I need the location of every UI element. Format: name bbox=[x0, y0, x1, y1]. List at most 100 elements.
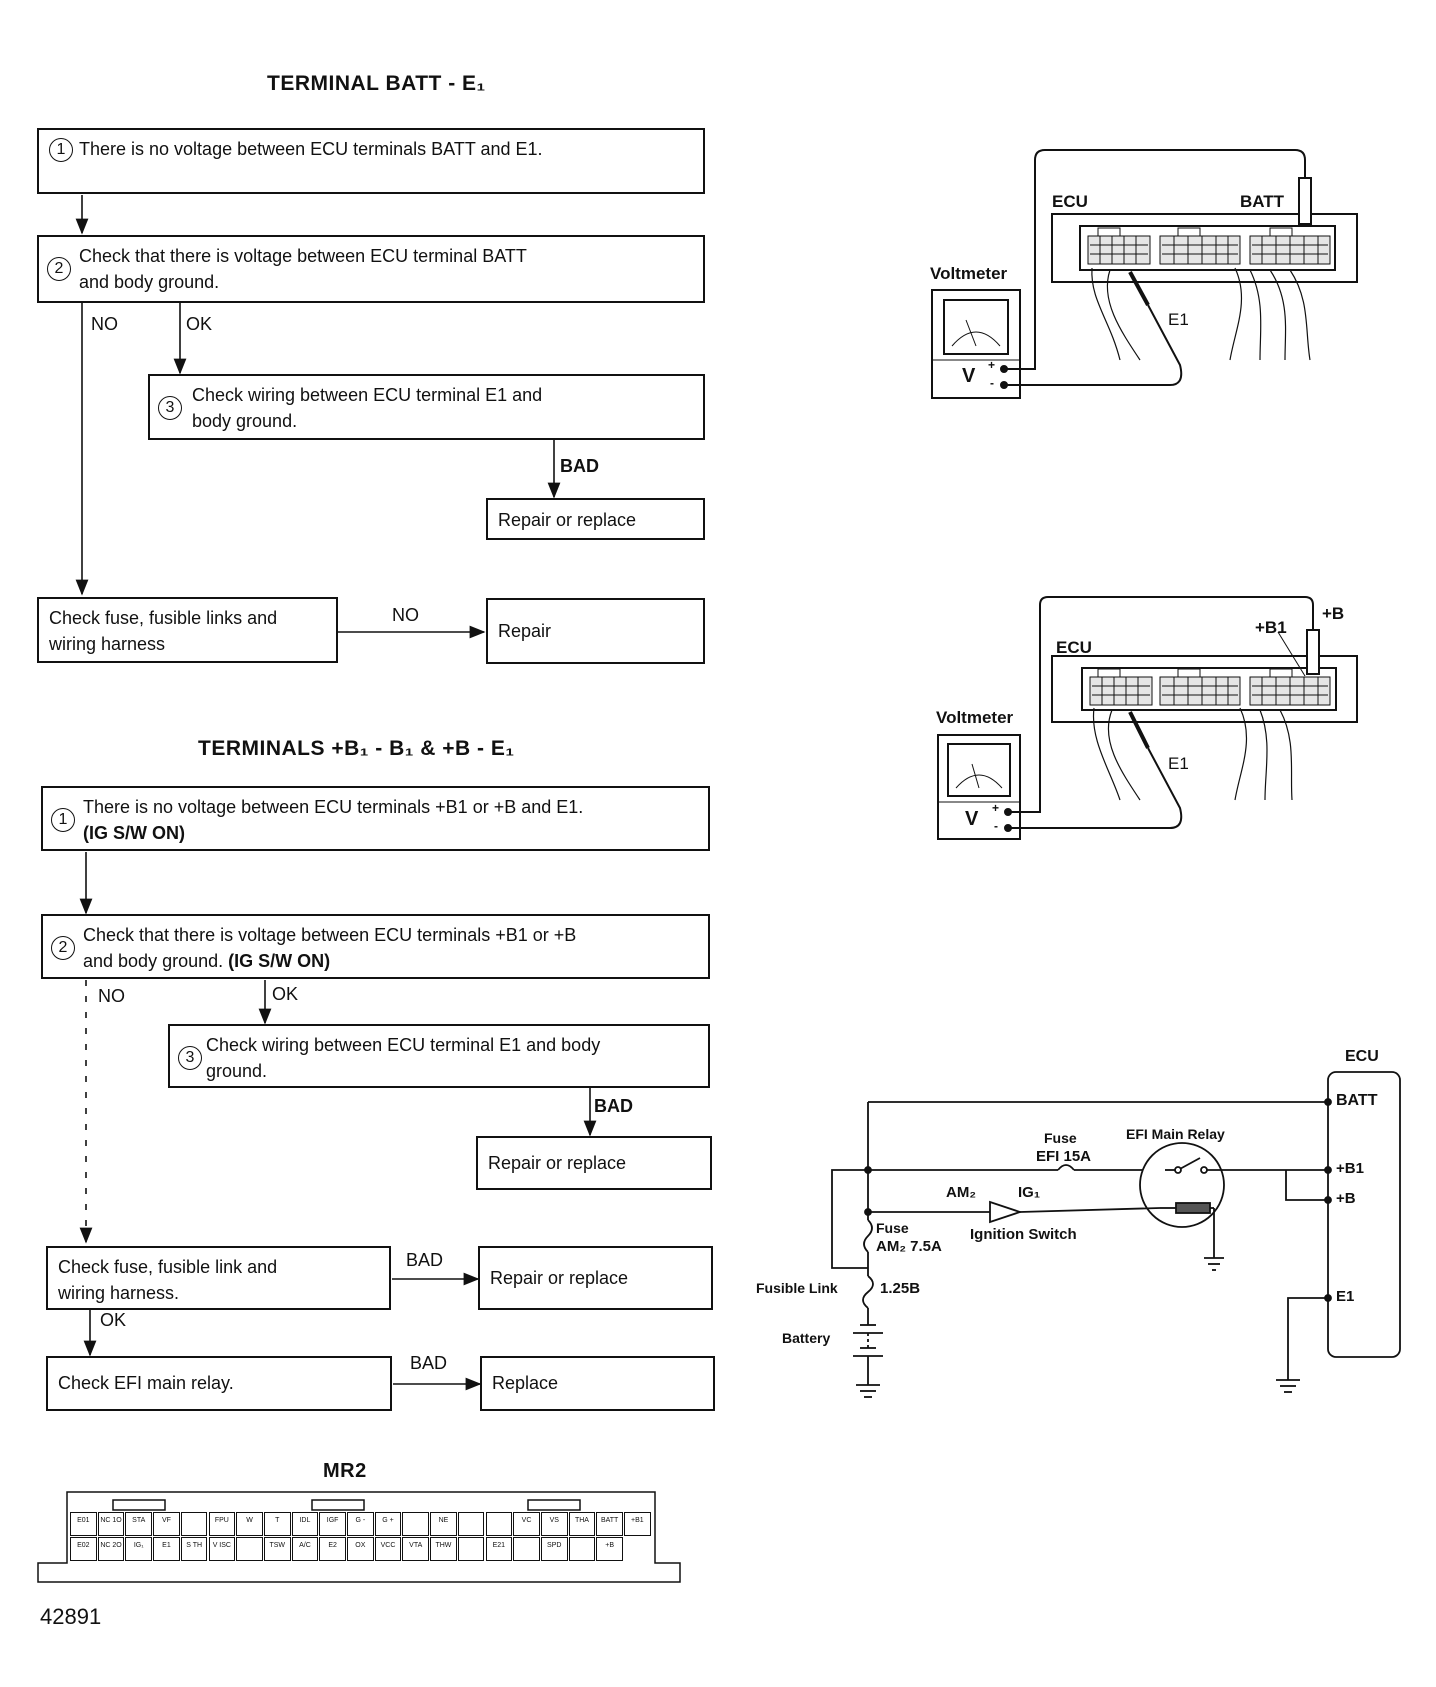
fig1-batt-label: BATT bbox=[1240, 192, 1285, 211]
fig1-minus: - bbox=[990, 376, 994, 390]
connector-pin-r2-2: IG₁ bbox=[125, 1537, 153, 1561]
connector-pin-r1-14 bbox=[457, 1512, 485, 1536]
connector-pin-r2-4: S TH bbox=[180, 1537, 208, 1561]
s1-bad-label: BAD bbox=[560, 456, 599, 476]
s1-no-label: NO bbox=[91, 314, 118, 334]
sch-b1-label: +B1 bbox=[1336, 1160, 1364, 1177]
s2-step2-line1: Check that there is voltage between ECU … bbox=[83, 925, 577, 945]
connector-pin-r2-12: VTA bbox=[402, 1537, 430, 1561]
s2-step3-line1: Check wiring between ECU terminal E1 and… bbox=[206, 1035, 601, 1055]
s2-fuse-line1: Check fuse, fusible link and bbox=[58, 1257, 278, 1277]
connector-pin-r2-5: V ISC bbox=[208, 1537, 236, 1561]
s2-step3-line2: ground. bbox=[206, 1061, 268, 1081]
s2-step1-box: 1 There is no voltage between ECU termin… bbox=[41, 786, 710, 851]
step-number-3: 3 bbox=[158, 396, 182, 420]
connector-pin-r2-15: E21 bbox=[485, 1537, 513, 1561]
s2-replace-box: Replace bbox=[480, 1356, 715, 1411]
s1-repair-replace-box: Repair or replace bbox=[486, 498, 705, 540]
s2-repair-replace2-box: Repair or replace bbox=[478, 1246, 713, 1310]
s2-repair-replace2-text: Repair or replace bbox=[490, 1268, 629, 1288]
fig1-voltmeter-label: Voltmeter bbox=[930, 264, 1008, 283]
connector-pin-r2-19: +B bbox=[596, 1537, 623, 1561]
s1-repair-text: Repair bbox=[498, 621, 552, 641]
sch-fuse-efi-label1: Fuse bbox=[1044, 1130, 1077, 1146]
connector-pin-r2-8: A/C bbox=[291, 1537, 319, 1561]
s2-ok2-label: OK bbox=[100, 1310, 127, 1330]
s2-step1-line2: (IG S/W ON) bbox=[83, 823, 185, 843]
fig2-v-label: V bbox=[965, 808, 979, 830]
sch-fusible-link-label: Fusible Link bbox=[756, 1280, 838, 1296]
ecu-test-figure-1 bbox=[931, 149, 1358, 399]
s2-step2-line2b: (IG S/W ON) bbox=[228, 951, 331, 971]
sch-fusible-value-label: 1.25B bbox=[880, 1280, 921, 1297]
s1-step3-line1: Check wiring between ECU terminal E1 and bbox=[192, 385, 543, 405]
sch-ecu-label: ECU bbox=[1345, 1048, 1379, 1065]
ecu-test-figure-2 bbox=[937, 596, 1358, 840]
connector-pin-r1-6: W bbox=[236, 1512, 263, 1536]
s1-no2-label: NO bbox=[392, 605, 419, 625]
sch-relay-label: EFI Main Relay bbox=[1126, 1126, 1225, 1142]
connector-pin-r1-16: VC bbox=[513, 1512, 540, 1536]
s2-repair-replace1-box: Repair or replace bbox=[476, 1136, 712, 1190]
connector-pin-r2-0: E02 bbox=[70, 1537, 97, 1561]
connector-pin-r2-7: TSW bbox=[263, 1537, 291, 1561]
connector-pin-r2-17: SPD bbox=[540, 1537, 568, 1561]
s1-step1-text: There is no voltage between ECU terminal… bbox=[79, 139, 543, 159]
fig1-ecu-label: ECU bbox=[1052, 192, 1088, 211]
connector-pin-r2-18 bbox=[568, 1537, 596, 1561]
connector-pin-r2-6 bbox=[236, 1537, 263, 1561]
connector-pin-r1-0: E01 bbox=[70, 1512, 97, 1536]
connector-pin-r2-13: THW bbox=[430, 1537, 457, 1561]
s1-step2-line1: Check that there is voltage between ECU … bbox=[79, 246, 527, 266]
s2-step3-box: 3 Check wiring between ECU terminal E1 a… bbox=[168, 1024, 710, 1088]
s2-repair-replace1-text: Repair or replace bbox=[488, 1153, 627, 1173]
s2-step2-line2a: and body ground. bbox=[83, 951, 224, 971]
step-number-2: 2 bbox=[47, 257, 71, 281]
s2-step1-line1: There is no voltage between ECU terminal… bbox=[83, 797, 584, 817]
sch-fuse-am2-label1: Fuse bbox=[876, 1220, 909, 1236]
s1-fuse-line2: wiring harness bbox=[49, 634, 166, 654]
connector-pin-r1-17: VS bbox=[540, 1512, 568, 1536]
step-number-1: 1 bbox=[49, 138, 73, 163]
connector-pin-r2-1: NC 2O bbox=[97, 1537, 125, 1561]
sch-batt-label: BATT bbox=[1336, 1092, 1378, 1109]
connector-pin-r1-1: NC 1O bbox=[97, 1512, 125, 1536]
fig2-ecu-label: ECU bbox=[1056, 638, 1092, 657]
connector-pin-r2-9: E2 bbox=[319, 1537, 346, 1561]
s2-ok-label: OK bbox=[272, 984, 299, 1004]
s2-fuse-line2: wiring harness. bbox=[58, 1283, 180, 1303]
mr2-connector bbox=[37, 1491, 681, 1583]
sch-ignition-switch-label: Ignition Switch bbox=[970, 1226, 1077, 1243]
fig2-b-label: +B bbox=[1322, 604, 1345, 623]
s1-step1-box: 1 There is no voltage between ECU termina… bbox=[37, 128, 705, 194]
connector-pin-r1-19: BATT bbox=[596, 1512, 623, 1536]
s1-ok-label: OK bbox=[186, 314, 213, 334]
s2-step2-box: 2 Check that there is voltage between EC… bbox=[41, 914, 710, 979]
fig1-plus: + bbox=[988, 358, 996, 372]
connector-pin-r1-9: IGF bbox=[319, 1512, 346, 1536]
step-number-1: 1 bbox=[51, 808, 75, 832]
figure-number: 42891 bbox=[40, 1604, 102, 1629]
fig1-e1-label: E1 bbox=[1168, 310, 1189, 329]
s1-step3-box: 3 Check wiring between ECU terminal E1 a… bbox=[148, 374, 705, 440]
sch-e1-label: E1 bbox=[1336, 1288, 1355, 1305]
connector-pin-r1-8: IDL bbox=[291, 1512, 319, 1536]
connector-pin-r1-2: STA bbox=[125, 1512, 153, 1536]
connector-pin-r2-10: OX bbox=[347, 1537, 374, 1561]
fig2-e1-label: E1 bbox=[1168, 754, 1189, 773]
connector-pin-r2-3: E1 bbox=[153, 1537, 180, 1561]
s1-repair-replace-text: Repair or replace bbox=[498, 510, 637, 530]
s1-step2-line2: and body ground. bbox=[79, 272, 220, 292]
connector-pin-r1-18: THA bbox=[568, 1512, 596, 1536]
sch-fuse-am2-label2: AM₂ 7.5A bbox=[876, 1238, 942, 1255]
fig2-voltmeter-label: Voltmeter bbox=[936, 708, 1014, 727]
connector-pin-r1-13: NE bbox=[430, 1512, 457, 1536]
s2-relay-check-text: Check EFI main relay. bbox=[58, 1373, 234, 1393]
connector-pin-r1-3: VF bbox=[153, 1512, 180, 1536]
connector-pin-r1-11: G + bbox=[374, 1512, 402, 1536]
s2-no-label: NO bbox=[98, 986, 125, 1006]
s2-fuse-check-box: Check fuse, fusible link and wiring harn… bbox=[46, 1246, 391, 1310]
fig2-minus: - bbox=[994, 819, 998, 833]
s1-fuse-check-box: Check fuse, fusible links and wiring har… bbox=[37, 597, 338, 663]
sch-am2-label: AM₂ bbox=[946, 1184, 976, 1201]
